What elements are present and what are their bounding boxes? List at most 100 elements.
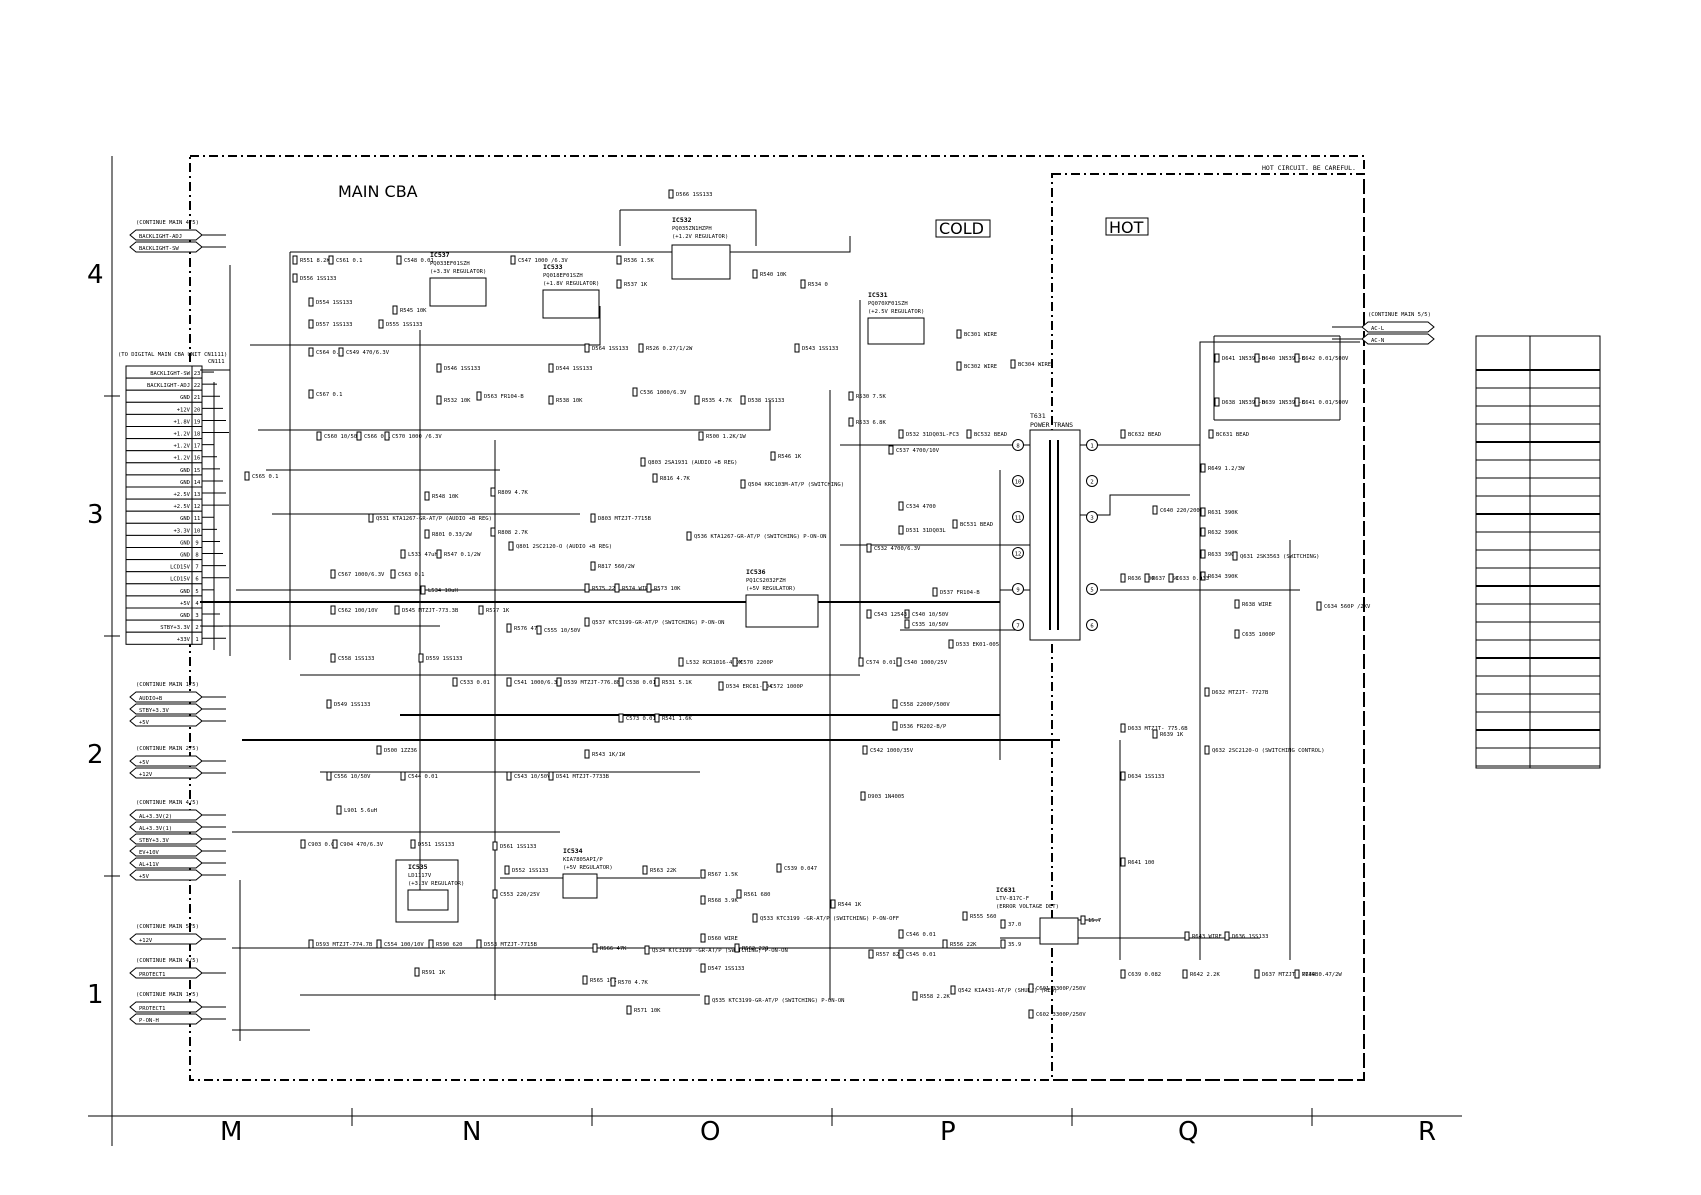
component-d633: D633 MTZJT- 775.6B bbox=[1120, 723, 1188, 733]
component-label: D637 MTZJT- 7739B bbox=[1262, 972, 1319, 978]
component-c572: C572 1000P bbox=[762, 681, 804, 691]
component-label: R570 4.7K bbox=[618, 980, 648, 986]
component-label: D564 1SS133 bbox=[592, 346, 628, 352]
component-d552: D552 1SS133 bbox=[504, 865, 548, 875]
component-label: 35.9 bbox=[1008, 942, 1021, 948]
ic533-part: PQ018EF01SZH bbox=[543, 273, 583, 279]
component-r636: R636 100 bbox=[1120, 573, 1155, 583]
component-label: D538 1SS133 bbox=[748, 398, 784, 404]
component-label: D561 1SS133 bbox=[500, 844, 536, 850]
component-label: Q533 KTC3199 -GR-AT/P (SWITCHING) P-ON-O… bbox=[760, 916, 899, 922]
component-c564: C564 0.1 bbox=[308, 347, 343, 357]
ic531-block: IC531 PQ070XF01SZH (+2.5V REGULATOR) bbox=[867, 291, 925, 345]
component-label: Q631 2SK3563 (SWITCHING) bbox=[1240, 554, 1319, 560]
component-r643: R643 WIRE bbox=[1184, 931, 1222, 941]
component-d634: D634 1SS133 bbox=[1120, 771, 1164, 781]
component-label: D803 MTZJT-7715B bbox=[598, 516, 652, 522]
component-d551: D551 1SS133 bbox=[410, 839, 454, 849]
ic537-block: IC537 PQ033EF01SZH (+3.3V REGULATOR) bbox=[429, 251, 487, 307]
component-r500: R500 1.2K/1W bbox=[698, 431, 746, 441]
component-label: C536 1000/6.3V bbox=[640, 390, 687, 396]
connector-pin-label: BACKLIGHT-ADJ bbox=[147, 383, 190, 389]
component-label: C640 220/200V bbox=[1160, 508, 1204, 514]
component-label: D593 MTZJT-774.7B bbox=[316, 942, 373, 948]
component-label: R808 2.7K bbox=[498, 530, 528, 536]
component-r817: R817 560/2W bbox=[590, 561, 635, 571]
component-label: C564 0.1 bbox=[316, 350, 343, 356]
ic533-desc: (+1.8V REGULATOR) bbox=[543, 281, 599, 287]
connector-pin-label: +12V bbox=[177, 407, 191, 413]
component-c903: C903 0.01 bbox=[300, 839, 338, 849]
component-r555: R555 560 bbox=[962, 911, 997, 921]
component-r531: R531 5.1K bbox=[654, 677, 692, 687]
col-label-m: M bbox=[220, 1117, 242, 1147]
component-c633: C633 0.033 bbox=[1168, 573, 1209, 583]
component-label: D638 1N5397-B bbox=[1222, 400, 1266, 406]
component-label: Q531 KTA1267-GR-AT/P (AUDIO +B REG) bbox=[376, 516, 492, 522]
component-c565: C565 0.1 bbox=[244, 471, 279, 481]
continue-title: (CONTINUE MAIN 1/5) bbox=[136, 682, 199, 688]
component-r571: R571 10K bbox=[626, 1005, 661, 1015]
continue-signal: STBY+3.3V bbox=[139, 838, 169, 844]
component-c542: C542 1000/35V bbox=[862, 745, 914, 755]
component-label: R591 1K bbox=[422, 970, 446, 976]
component-label: D500 1ZZ36 bbox=[384, 748, 417, 754]
connector-pin-number: 16 bbox=[194, 456, 201, 462]
component-label: C567 1000/6.3V bbox=[338, 572, 385, 578]
component-label: BC632 BEAD bbox=[1128, 432, 1161, 438]
component-c535b: C535 10/50V bbox=[904, 619, 949, 629]
connector-pin-label: +1.2V bbox=[173, 432, 190, 438]
component-label: R557 820 bbox=[876, 952, 903, 958]
component-d500: D500 1ZZ36 bbox=[376, 745, 417, 755]
connector-ref: CN111 bbox=[208, 359, 225, 365]
component-label: C539 0.047 bbox=[784, 866, 817, 872]
component-bc532: BC532 BEAD bbox=[966, 429, 1007, 439]
component-l534: L534 10uH bbox=[420, 585, 458, 595]
component-label: R532 10K bbox=[444, 398, 471, 404]
ic536-block: IC536 PQ1CS2032FZH (+5V REGULATOR) bbox=[745, 568, 819, 628]
svg-text:2: 2 bbox=[1090, 480, 1093, 486]
ic532-desc: (+1.2V REGULATOR) bbox=[672, 234, 728, 240]
component-d641: D641 1N5397-B bbox=[1214, 353, 1266, 363]
connector-pin-number: 10 bbox=[194, 528, 201, 534]
component-label: C553 220/25V bbox=[500, 892, 540, 898]
component-c547: C547 1000 /6.3V bbox=[510, 255, 568, 265]
component-label: D557 1SS133 bbox=[316, 322, 352, 328]
ic534-ref: IC534 bbox=[563, 847, 583, 855]
continue-signal: AC-L bbox=[1371, 326, 1385, 332]
component-label: D536 FR202-B/P bbox=[900, 724, 947, 730]
component-label: R531 5.1K bbox=[662, 680, 692, 686]
ic631-desc: (ERROR VOLTAGE DET) bbox=[996, 904, 1059, 910]
component-r632: R632 390K bbox=[1200, 527, 1238, 537]
component-label: R551 8.2K bbox=[300, 258, 330, 264]
component-d539: D539 MTZJT-776.8B bbox=[556, 677, 621, 687]
component-label: C904 470/6.3V bbox=[340, 842, 384, 848]
transformer-ref: T631 bbox=[1030, 412, 1046, 420]
component-label: R574 WIRE bbox=[622, 586, 652, 592]
component-r644: R644 0.47/2W bbox=[1294, 969, 1342, 979]
component-label: C601 3300P/250V bbox=[1036, 986, 1086, 992]
component-d533: D533 EK01-005 bbox=[948, 639, 999, 649]
component-label: R576 47K bbox=[514, 626, 541, 632]
connector-pin-label: +1.8V bbox=[173, 419, 190, 425]
connector-pin-label: LCD15V bbox=[170, 565, 191, 571]
component-label: D559 1SS133 bbox=[426, 656, 462, 662]
component-label: C545 0.01 bbox=[906, 952, 936, 958]
component-label: BC302 WIRE bbox=[964, 364, 997, 370]
component-label: C556 10/50V bbox=[334, 774, 371, 780]
continue-group: (CONTINUE MAIN 2/5)+5V+12V bbox=[129, 746, 226, 779]
ic537-part: PQ033EF01SZH bbox=[430, 261, 470, 267]
component-label: D903 1N4005 bbox=[868, 794, 904, 800]
continue-title: (CONTINUE MAIN 2/5) bbox=[136, 746, 199, 752]
continue-signal: AL+3.3V(2) bbox=[139, 814, 172, 820]
component-q533: Q533 KTC3199 -GR-AT/P (SWITCHING) P-ON-O… bbox=[752, 913, 899, 923]
component-r563: R563 22K bbox=[642, 865, 677, 875]
component-r576: R576 47K bbox=[506, 623, 541, 633]
component-c555: C555 10/50V bbox=[536, 625, 581, 635]
svg-text:3: 3 bbox=[1090, 516, 1093, 522]
component-label: C547 1000 /6.3V bbox=[518, 258, 568, 264]
